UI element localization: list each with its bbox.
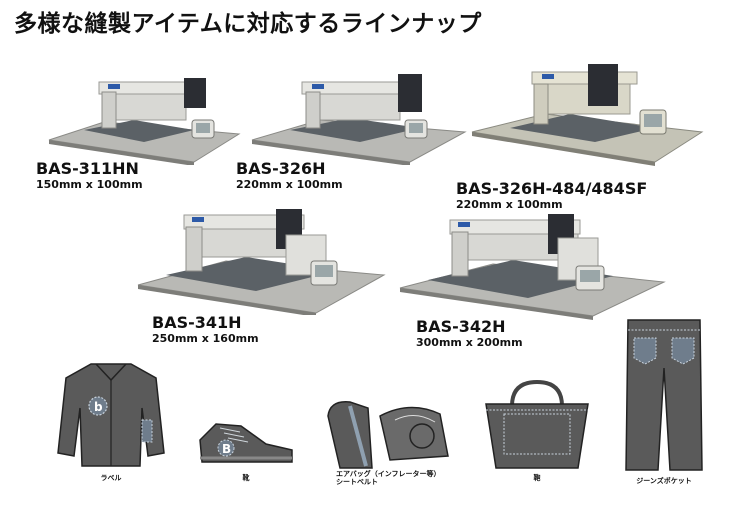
model-bas-326h: BAS-326H 220mm x 100mm [236,160,343,192]
svg-text:B: B [222,442,231,456]
model-name: BAS-341H [152,313,242,332]
item-caption-bag: 鞄 [533,474,541,482]
jacket-illustration: b [56,358,166,470]
tote-bag-illustration [482,376,592,470]
model-sewing-area: 250mm x 160mm [152,332,259,345]
machine-image-bas-311hn [44,70,244,165]
item-caption-shoes: 靴 [242,474,250,482]
item-caption-jeans-pocket: ジーンズポケット [636,477,692,485]
item-caption-airbag-seatbelt: エアバッグ（インフレーター等） シートベルト [336,470,441,486]
model-sewing-area: 220mm x 100mm [236,178,343,191]
model-name: BAS-311HN [36,159,139,178]
model-bas-311hn: BAS-311HN 150mm x 100mm [36,160,143,192]
model-bas-341h: BAS-341H 250mm x 160mm [152,314,259,346]
item-caption-label: ラベル [100,474,122,482]
model-name: BAS-326H [236,159,326,178]
model-sewing-area: 150mm x 100mm [36,178,143,191]
shoe-illustration: B [196,418,296,468]
model-bas-342h: BAS-342H 300mm x 200mm [416,318,523,350]
model-sewing-area: 300mm x 200mm [416,336,523,349]
machine-image-bas-342h [398,210,666,320]
car-seat-airbag-illustration [320,396,455,470]
model-name: BAS-326H-484/484SF [456,179,648,198]
page-title: 多様な縫製アイテムに対応するラインナップ [14,11,482,37]
jeans-illustration [624,318,704,472]
machine-image-bas-326h [250,70,468,165]
svg-text:b: b [94,400,103,414]
model-name: BAS-342H [416,317,506,336]
model-sewing-area: 220mm x 100mm [456,198,563,211]
machine-image-bas-341h [136,205,386,315]
model-bas-326h-484: BAS-326H-484/484SF 220mm x 100mm [456,180,647,212]
machine-image-bas-326h-484 [470,62,706,172]
